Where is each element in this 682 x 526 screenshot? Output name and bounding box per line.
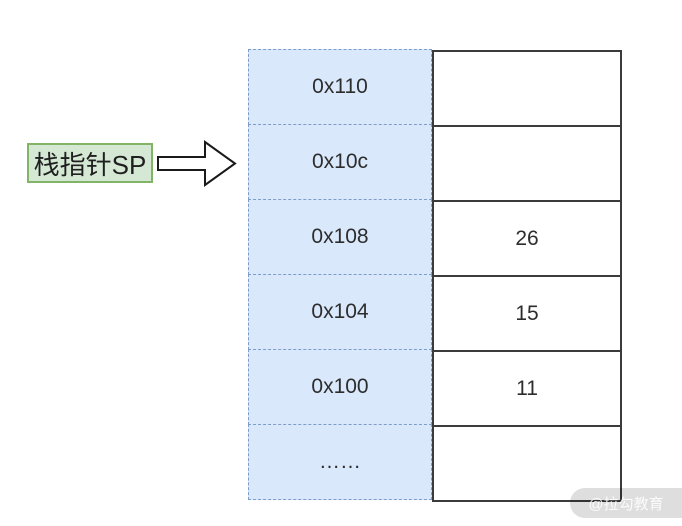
value-cell: 11	[432, 350, 622, 427]
address-cell: 0x108	[248, 199, 432, 275]
address-cell: 0x100	[248, 349, 432, 425]
address-cell: 0x10c	[248, 124, 432, 200]
address-cell: 0x110	[248, 49, 432, 125]
value-cell	[432, 50, 622, 127]
value-cell: 15	[432, 275, 622, 352]
address-cell: 0x104	[248, 274, 432, 350]
right-block-arrow-icon	[157, 140, 237, 187]
stack-pointer-label: 栈指针SP	[27, 143, 153, 183]
value-cell	[432, 125, 622, 202]
value-cell	[432, 425, 622, 502]
value-cell: 26	[432, 200, 622, 277]
watermark-badge: @拉勾教育	[570, 488, 682, 518]
address-cell: ……	[248, 424, 432, 500]
